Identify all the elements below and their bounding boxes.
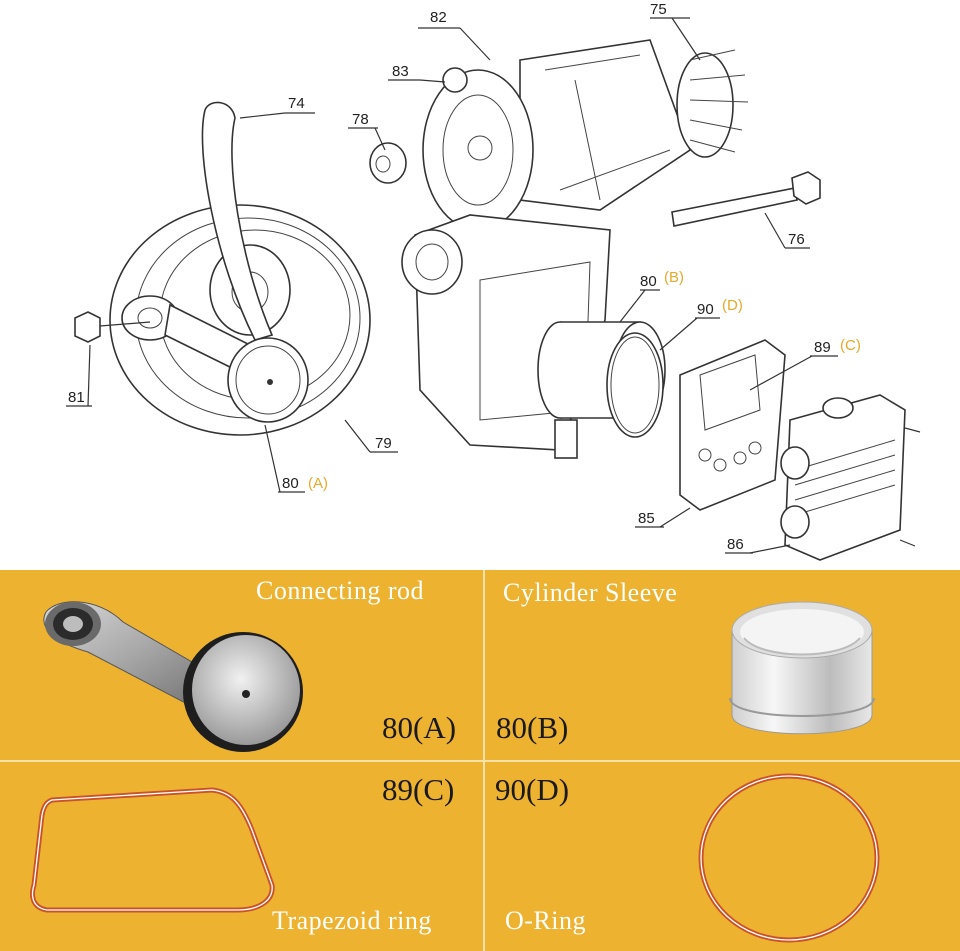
part-title-cylinder-sleeve: Cylinder Sleeve xyxy=(503,578,678,607)
callout-80a-suffix: (A) xyxy=(308,475,328,492)
exploded-parts-diagram: 82 75 83 74 78 76 80 (B) 90 (D) 89 (C) 8… xyxy=(66,1,921,561)
callout-74: 74 xyxy=(288,95,305,112)
o-ring-drawing xyxy=(606,332,664,438)
part-code-80b: 80(B) xyxy=(496,710,569,745)
part-title-connecting-rod: Connecting rod xyxy=(256,576,425,605)
part-code-90d: 90(D) xyxy=(495,772,570,807)
callout-76: 76 xyxy=(788,231,805,248)
trapezoid-ring-photo xyxy=(30,787,275,913)
cylinder-sleeve-photo xyxy=(729,601,875,735)
fan-drawing xyxy=(676,49,749,158)
callout-90d-suffix: (D) xyxy=(722,297,743,314)
callout-75: 75 xyxy=(650,1,667,18)
callout-83: 83 xyxy=(392,63,409,80)
part-code-80a: 80(A) xyxy=(382,710,457,745)
callout-89c: 89 xyxy=(814,339,831,356)
callout-81: 81 xyxy=(68,389,85,406)
part-title-o-ring: O-Ring xyxy=(505,906,586,935)
motor-drawing xyxy=(422,39,691,231)
connecting-rod-photo xyxy=(43,601,303,752)
callout-79: 79 xyxy=(375,435,392,452)
callout-80b-suffix: (B) xyxy=(664,269,684,286)
callout-78: 78 xyxy=(352,111,369,128)
shaft-76-drawing xyxy=(671,171,821,227)
parts-panel: Connecting rod 80(A) Cylinder Sleeve 80(… xyxy=(0,570,960,951)
callout-80b: 80 xyxy=(640,273,657,290)
part-title-trapezoid-ring: Trapezoid ring xyxy=(272,906,432,935)
callout-82: 82 xyxy=(430,9,447,26)
bolt-81-drawing xyxy=(74,311,151,343)
callout-85: 85 xyxy=(638,510,655,527)
valve-plate-drawing xyxy=(679,339,786,511)
callout-80a: 80 xyxy=(282,475,299,492)
callout-86: 86 xyxy=(727,536,744,553)
connecting-rod-drawing xyxy=(121,295,309,423)
belt-drawing xyxy=(201,101,274,341)
callout-90d: 90 xyxy=(697,301,714,318)
o-ring-photo xyxy=(698,773,880,943)
cylinder-head-drawing xyxy=(780,394,921,561)
spacer-78-drawing xyxy=(369,142,407,184)
callout-89c-suffix: (C) xyxy=(840,337,861,354)
part-code-89c: 89(C) xyxy=(382,772,455,807)
panel-horizontal-divider xyxy=(0,760,960,762)
